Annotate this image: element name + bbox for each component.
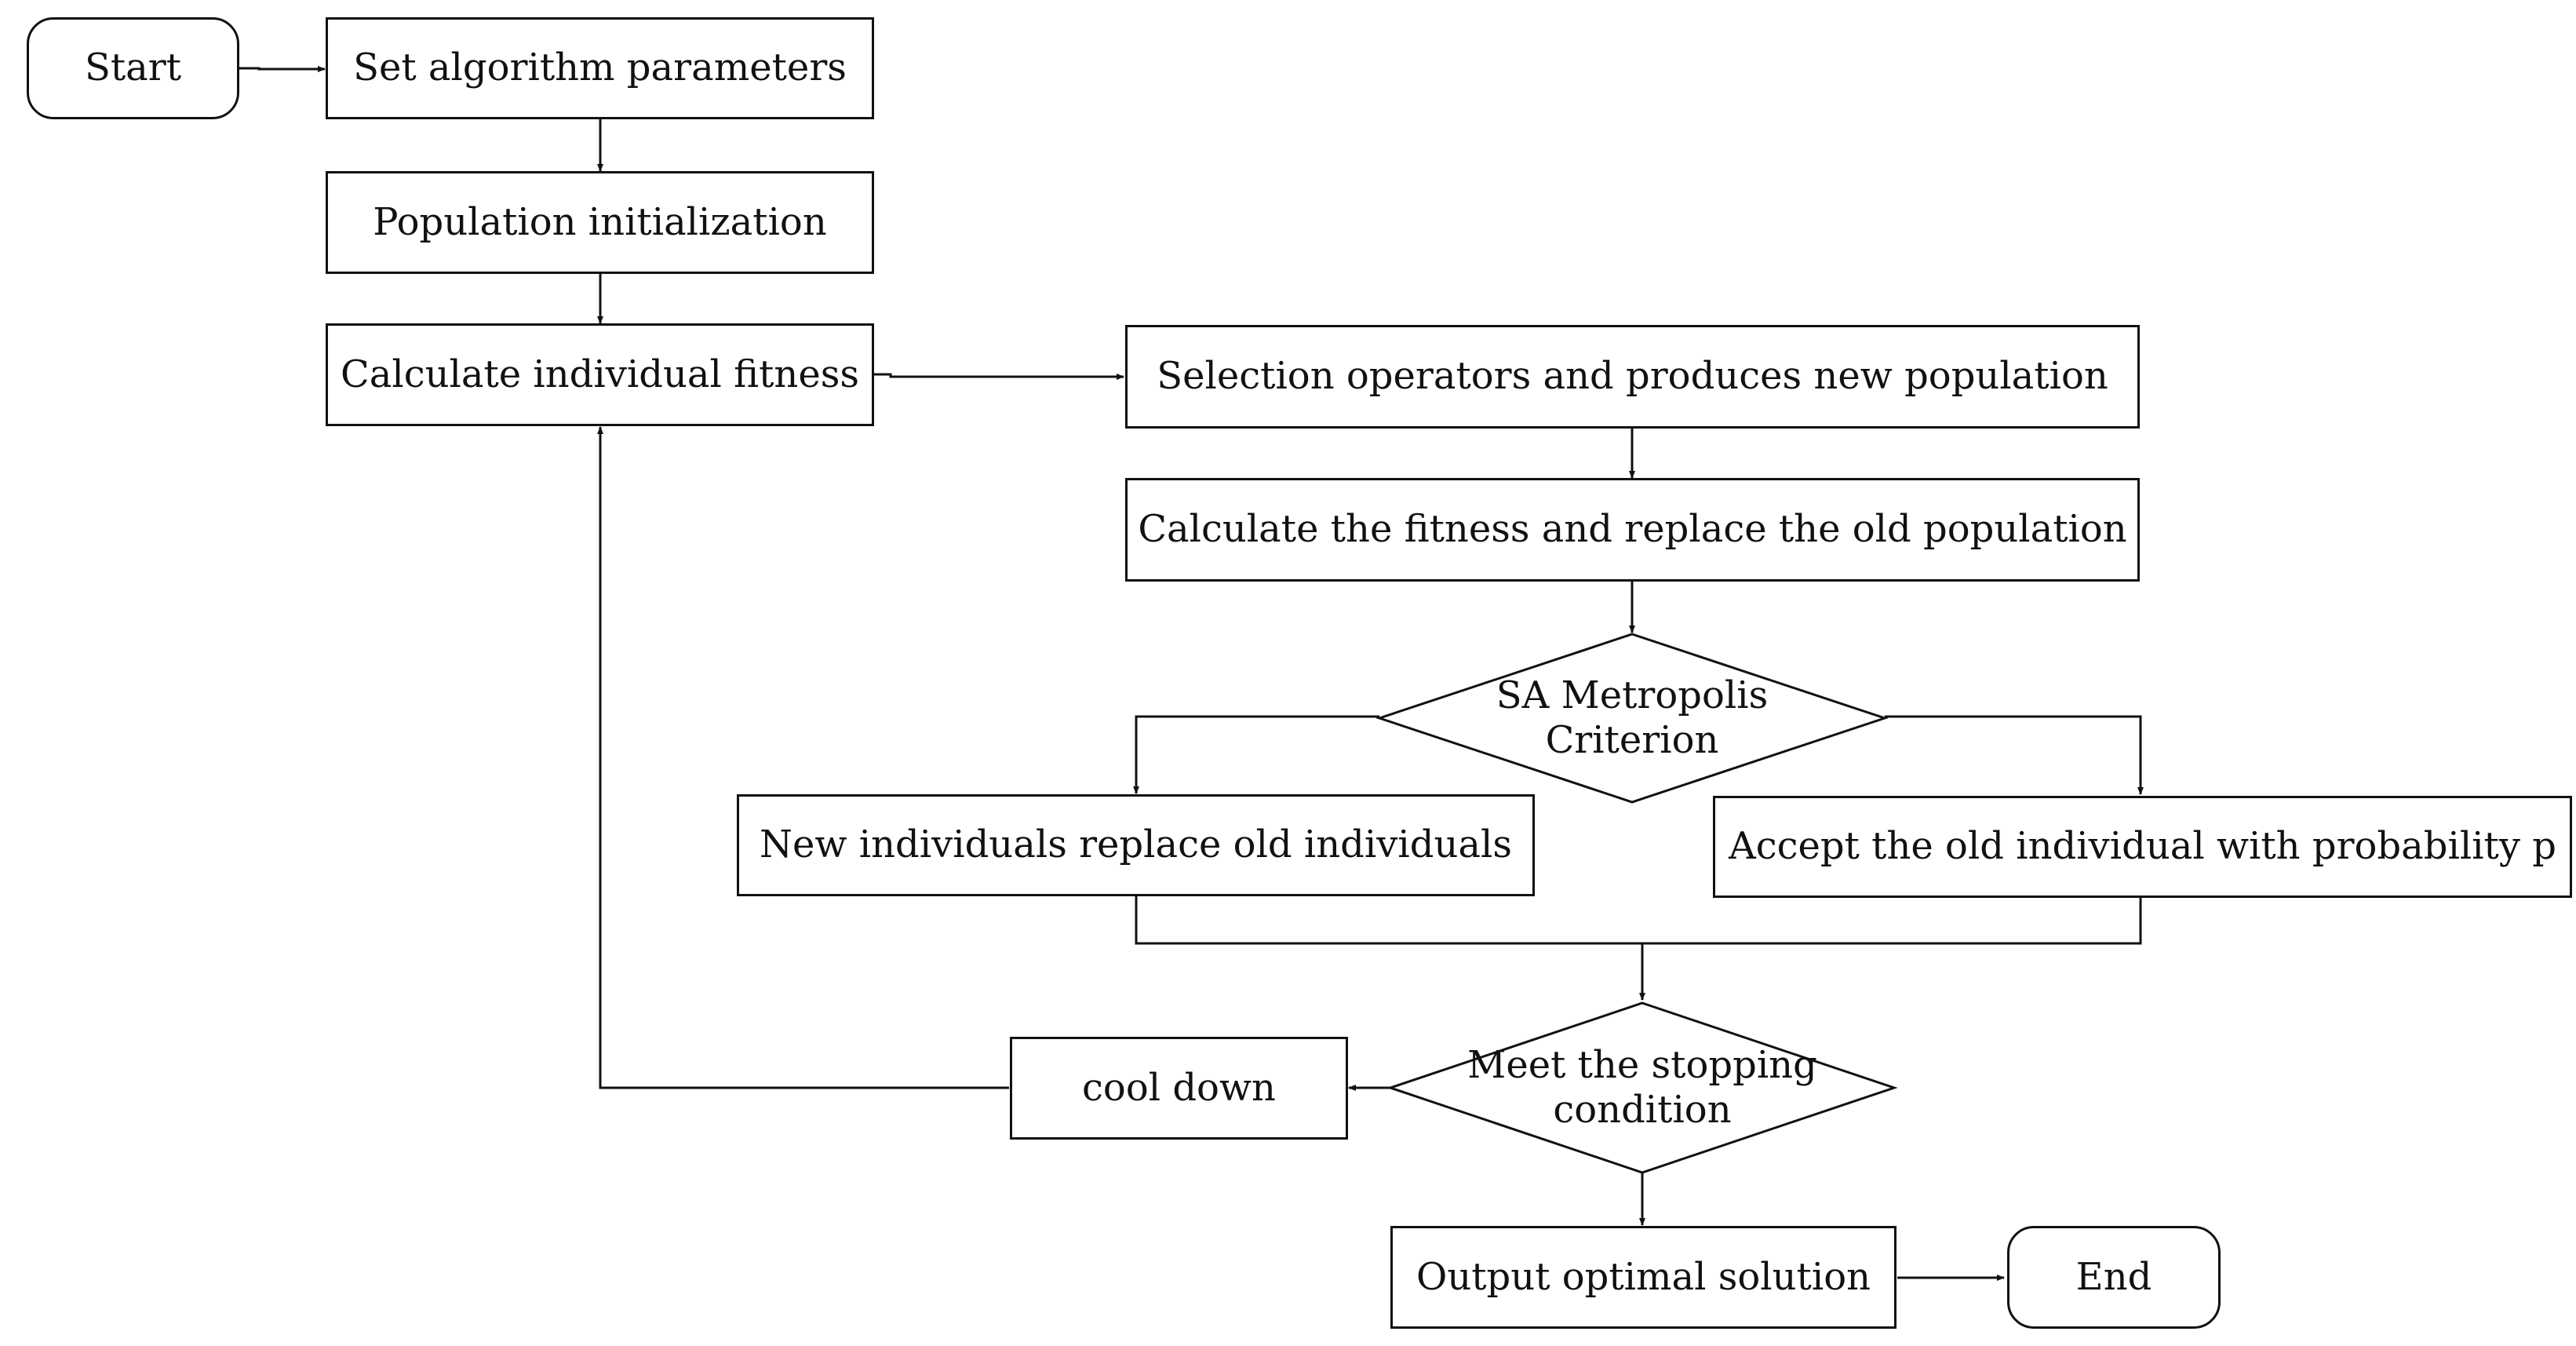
calculate-fitness-label: Calculate individual fitness <box>341 352 859 396</box>
population-init-label: Population initialization <box>373 199 827 244</box>
calculate-replace-label: Calculate the fitness and replace the ol… <box>1138 507 2127 552</box>
sa-criterion-line-2: Criterion <box>1545 718 1719 762</box>
start-label: Start <box>84 46 182 90</box>
set-parameters-label: Set algorithm parameters <box>353 46 847 90</box>
arrow-cool-to-fitness <box>597 426 1009 1089</box>
stopping-condition-line-1: Meet the stopping <box>1467 1043 1817 1088</box>
start-terminal: Start <box>27 17 239 119</box>
arrow-sa-to-accept <box>1885 715 2144 795</box>
cool-down-box: cool down <box>1010 1037 1348 1140</box>
accept-old-label: Accept the old individual with probabili… <box>1729 824 2556 869</box>
arrow-start-to-params <box>239 66 326 72</box>
selection-label: Selection operators and produces new pop… <box>1157 354 2108 399</box>
selection-box: Selection operators and produces new pop… <box>1125 325 2140 429</box>
end-terminal: End <box>2007 1226 2221 1329</box>
sa-criterion-line-1: SA Metropolis <box>1496 673 1769 718</box>
output-solution-box: Output optimal solution <box>1390 1226 1896 1329</box>
new-individuals-label: New individuals replace old individuals <box>760 823 1512 867</box>
sa-criterion-decision: SA Metropolis Criterion <box>1375 633 1889 804</box>
cool-down-label: cool down <box>1082 1065 1276 1110</box>
merge-line-left <box>1135 896 2142 945</box>
calculate-fitness-box: Calculate individual fitness <box>326 323 874 426</box>
new-individuals-box: New individuals replace old individuals <box>737 794 1535 896</box>
set-parameters-box: Set algorithm parameters <box>326 17 874 119</box>
accept-old-box: Accept the old individual with probabili… <box>1713 796 2572 898</box>
stopping-condition-decision: Meet the stopping condition <box>1386 1001 1898 1174</box>
stopping-condition-line-2: condition <box>1553 1088 1732 1132</box>
population-init-box: Population initialization <box>326 171 874 274</box>
arrow-fitness-to-selection <box>873 373 1124 380</box>
arrow-sa-to-new <box>1133 715 1379 794</box>
calculate-replace-box: Calculate the fitness and replace the ol… <box>1125 478 2140 582</box>
output-solution-label: Output optimal solution <box>1416 1254 1871 1299</box>
end-label: End <box>2075 1254 2152 1299</box>
